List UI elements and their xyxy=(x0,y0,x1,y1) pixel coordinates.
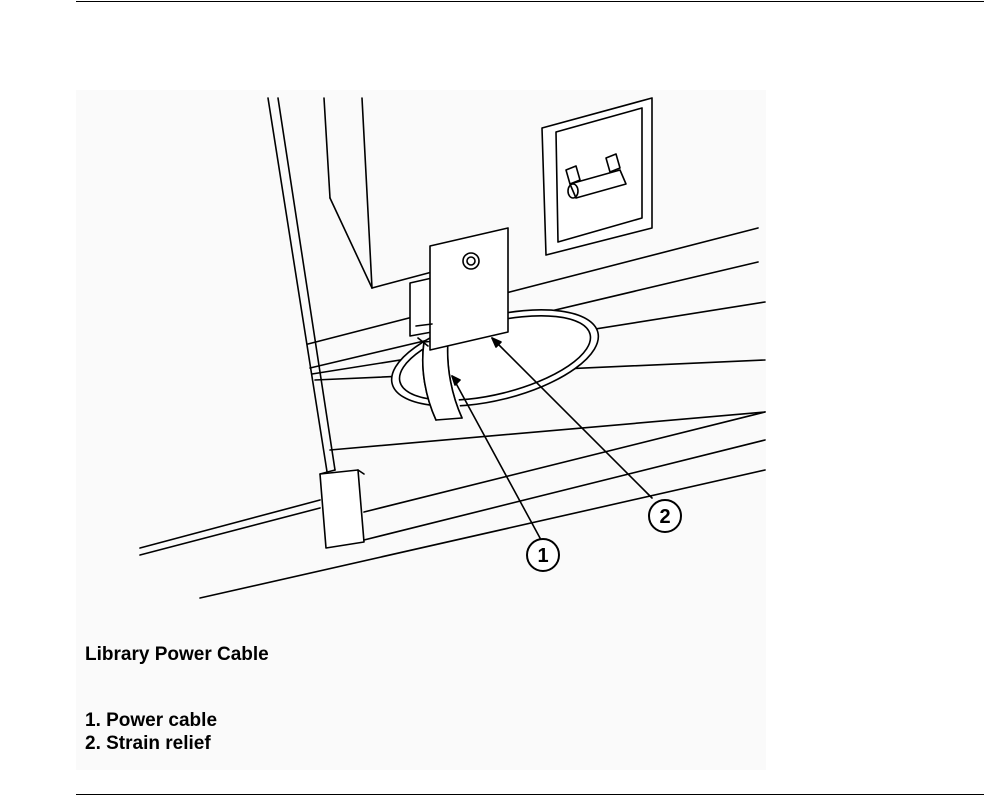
callout-1: 1 xyxy=(527,539,559,571)
callout-2-label: 2 xyxy=(659,506,670,528)
bottom-rule xyxy=(76,794,984,795)
legend-item-power-cable: 1. Power cable xyxy=(85,709,217,732)
power-unit-box xyxy=(324,98,432,288)
figure-title: Library Power Cable xyxy=(85,645,269,664)
legend-item-strain-relief: 2. Strain relief xyxy=(85,732,217,755)
cabinet-side-panel xyxy=(268,98,335,478)
callout-2: 2 xyxy=(649,500,681,532)
strain-relief-bracket xyxy=(410,228,508,350)
cabinet-base-block xyxy=(320,470,364,548)
callout-1-label: 1 xyxy=(537,545,548,567)
figure-legend: 1. Power cable 2. Strain relief xyxy=(85,709,217,755)
switch-panel xyxy=(542,98,652,255)
